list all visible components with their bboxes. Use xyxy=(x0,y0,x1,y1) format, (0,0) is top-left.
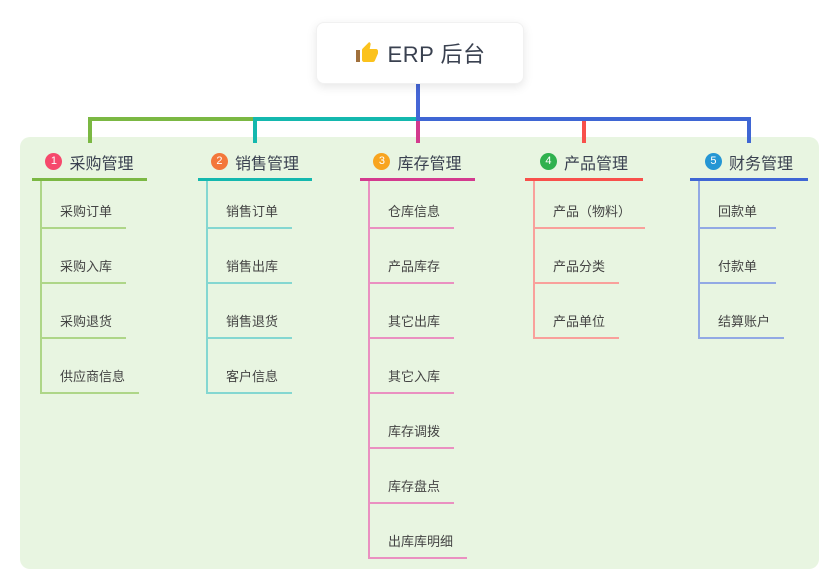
child-node[interactable]: 供应商信息 xyxy=(40,360,140,394)
child-node[interactable]: 库存盘点 xyxy=(368,470,455,504)
child-node-label: 产品单位 xyxy=(553,314,606,329)
child-node[interactable]: 采购入库 xyxy=(40,250,127,284)
connector-line xyxy=(747,117,751,143)
branch-title-node[interactable]: 3 库存管理 xyxy=(360,145,475,181)
branch-title-label: 采购管理 xyxy=(69,155,134,173)
branch-number-badge: 2 xyxy=(210,153,228,170)
thumbs-up-icon xyxy=(355,41,379,65)
child-node-label: 销售出库 xyxy=(226,259,279,274)
child-node[interactable]: 结算账户 xyxy=(698,305,785,339)
root-node[interactable]: ERP 后台 xyxy=(316,22,524,84)
root-title: ERP 后台 xyxy=(387,42,486,67)
branch-number-badge: 1 xyxy=(45,153,63,170)
child-node-label: 付款单 xyxy=(718,259,758,274)
child-node-label: 库存调拨 xyxy=(388,424,441,439)
child-node-label: 采购入库 xyxy=(60,259,113,274)
child-node-label: 其它入库 xyxy=(388,369,441,384)
child-tree-line xyxy=(533,181,535,339)
child-node[interactable]: 采购订单 xyxy=(40,195,127,229)
child-tree-line xyxy=(368,181,370,559)
child-node[interactable]: 库存调拨 xyxy=(368,415,455,449)
connector-line xyxy=(416,82,420,121)
child-node-label: 产品分类 xyxy=(553,259,606,274)
child-node[interactable]: 出库库明细 xyxy=(368,525,468,559)
child-node-label: 采购退货 xyxy=(60,314,113,329)
child-tree-line xyxy=(40,181,42,394)
branch-number-badge: 4 xyxy=(539,153,557,170)
child-node[interactable]: 产品单位 xyxy=(533,305,620,339)
connector-line xyxy=(582,121,586,143)
child-node[interactable]: 销售退货 xyxy=(206,305,293,339)
connector-line xyxy=(87,117,255,121)
child-node-label: 仓库信息 xyxy=(388,204,441,219)
child-node[interactable]: 仓库信息 xyxy=(368,195,455,229)
child-node-label: 库存盘点 xyxy=(388,479,441,494)
child-node[interactable]: 其它出库 xyxy=(368,305,455,339)
branch-title-label: 销售管理 xyxy=(234,155,299,173)
child-node[interactable]: 产品库存 xyxy=(368,250,455,284)
child-node-label: 产品（物料） xyxy=(553,204,632,219)
child-node[interactable]: 销售出库 xyxy=(206,250,293,284)
branch-title-node[interactable]: 1 采购管理 xyxy=(32,145,147,181)
branch-number-badge: 5 xyxy=(704,153,722,170)
child-node[interactable]: 其它入库 xyxy=(368,360,455,394)
child-node-label: 客户信息 xyxy=(226,369,279,384)
child-node[interactable]: 采购退货 xyxy=(40,305,127,339)
child-node[interactable]: 销售订单 xyxy=(206,195,293,229)
branch-title-label: 库存管理 xyxy=(397,155,462,173)
child-node-label: 结算账户 xyxy=(718,314,771,329)
branch-title-label: 产品管理 xyxy=(563,155,628,173)
child-node-label: 销售订单 xyxy=(226,204,279,219)
connector-line xyxy=(415,121,420,143)
child-tree-line xyxy=(206,181,208,394)
branch-number-badge: 3 xyxy=(373,153,391,170)
branch-title-node[interactable]: 5 财务管理 xyxy=(690,145,808,181)
branch-title-node[interactable]: 4 产品管理 xyxy=(525,145,643,181)
child-node-label: 其它出库 xyxy=(388,314,441,329)
child-node-label: 销售退货 xyxy=(226,314,279,329)
connector-line xyxy=(253,117,257,143)
child-node-label: 出库库明细 xyxy=(388,534,454,549)
connector-line xyxy=(87,117,92,143)
child-node-label: 采购订单 xyxy=(60,204,113,219)
child-tree-line xyxy=(698,181,700,339)
child-node-label: 回款单 xyxy=(718,204,758,219)
child-node-label: 供应商信息 xyxy=(60,369,126,384)
child-node[interactable]: 产品（物料） xyxy=(533,195,646,229)
child-node[interactable]: 产品分类 xyxy=(533,250,620,284)
child-node[interactable]: 回款单 xyxy=(698,195,776,229)
branch-title-label: 财务管理 xyxy=(728,155,793,173)
connector-line xyxy=(416,117,751,121)
connector-line xyxy=(253,117,418,121)
branch-title-node[interactable]: 2 销售管理 xyxy=(198,145,312,181)
child-node-label: 产品库存 xyxy=(388,259,441,274)
child-node[interactable]: 客户信息 xyxy=(206,360,293,394)
child-node[interactable]: 付款单 xyxy=(698,250,776,284)
branches-panel xyxy=(20,137,819,569)
